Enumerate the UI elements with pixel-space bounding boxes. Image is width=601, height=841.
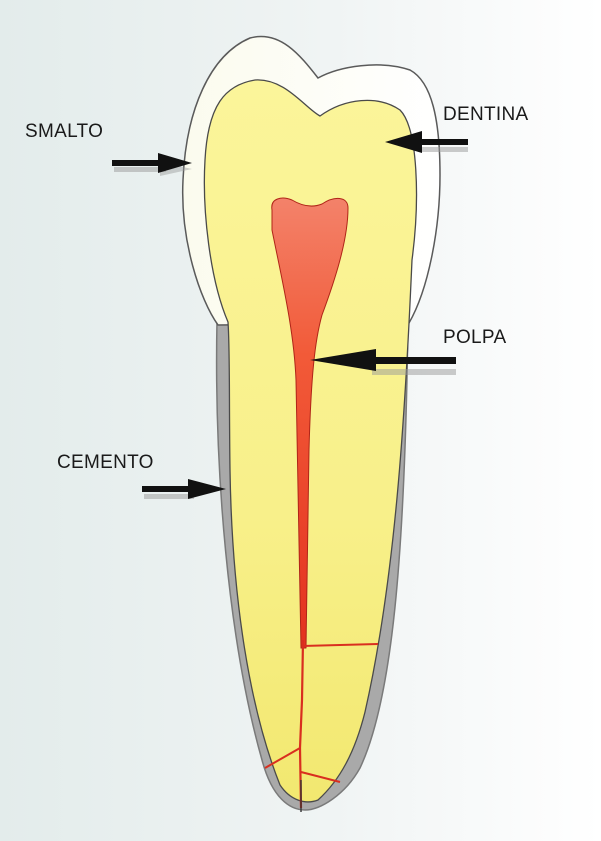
- root-canal-lateral-upper: [301, 643, 379, 647]
- root-canal-branch-left: [264, 747, 301, 769]
- label-smalto: SMALTO: [25, 121, 104, 142]
- label-polpa: POLPA: [443, 327, 507, 348]
- label-dentina: DENTINA: [443, 104, 529, 125]
- dentina-arrow-icon: [385, 131, 468, 153]
- root-canal-branch-right: [300, 771, 341, 783]
- cemento-arrow-icon: [142, 479, 226, 499]
- dentin-layer: [203, 79, 418, 803]
- root-canal-main: [298, 639, 305, 809]
- pulp-chamber: [271, 197, 349, 649]
- polpa-arrow-icon: [310, 349, 456, 375]
- smalto-arrow-icon: [112, 153, 192, 176]
- label-cemento: CEMENTO: [57, 452, 154, 473]
